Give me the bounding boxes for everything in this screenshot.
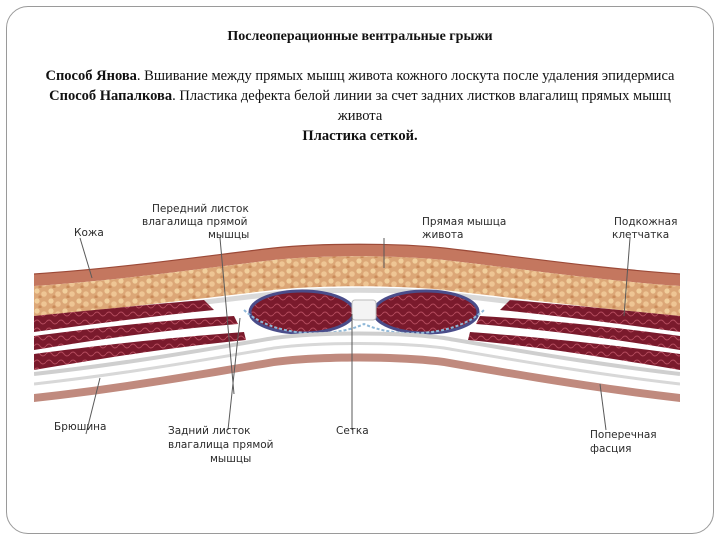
slide-body: Способ Янова. Вшивание между прямых мышц… (40, 66, 680, 146)
method-yanov-text: . Вшивание между прямых мышц живота кожн… (137, 68, 675, 84)
method-napalkov-text: . Пластика дефекта белой линии за счет з… (172, 88, 671, 124)
label-mesh: Сетка (336, 425, 369, 437)
method-mesh-name: Пластика сеткой. (302, 128, 417, 144)
label-anterior-3: мышцы (208, 229, 249, 241)
method-yanov-name: Способ Янова (45, 68, 136, 84)
method-mesh: Пластика сеткой. (40, 126, 680, 146)
label-transverse-1: Поперечная (590, 429, 657, 441)
label-transverse-2: фасция (590, 443, 631, 455)
label-anterior-2: влагалища прямой (142, 216, 248, 228)
label-peritoneum: Брюшина (54, 421, 106, 433)
rectus-muscle-left (250, 291, 354, 333)
label-anterior-1: Передний листок (152, 203, 249, 215)
label-subcut-1: Подкожная (614, 216, 677, 228)
slide-title: Послеоперационные вентральные грыжи (0, 29, 720, 45)
method-napalkov: Способ Напалкова. Пластика дефекта белой… (40, 86, 680, 126)
label-subcut-2: клетчатка (612, 229, 669, 241)
label-skin: Кожа (74, 227, 104, 239)
method-yanov: Способ Янова. Вшивание между прямых мышц… (40, 66, 680, 86)
hernia-repair-diagram: Кожа Передний листок влагалища прямой мы… (34, 198, 680, 472)
label-rectus-2: живота (422, 229, 463, 241)
label-posterior-2: влагалища прямой (168, 439, 274, 451)
method-napalkov-name: Способ Напалкова (49, 88, 172, 104)
label-posterior-3: мышцы (210, 453, 251, 465)
label-rectus-1: Прямая мышца (422, 216, 506, 228)
mesh-center (352, 300, 376, 320)
rectus-muscle-right (374, 291, 478, 333)
label-posterior-1: Задний листок (168, 425, 250, 437)
